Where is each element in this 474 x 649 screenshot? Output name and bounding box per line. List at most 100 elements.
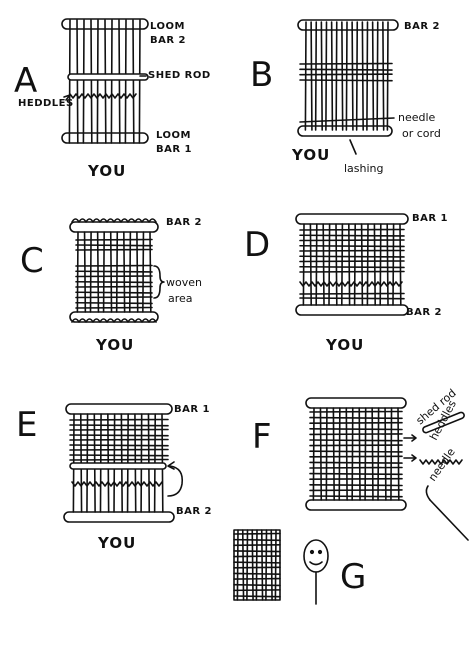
woven-weft <box>75 270 153 273</box>
weft-thread <box>309 489 403 492</box>
warp-thread <box>386 21 389 131</box>
weft-thread <box>309 439 403 442</box>
weft-thread <box>309 410 403 413</box>
weft-thread <box>299 73 393 76</box>
woven-weft <box>75 285 153 288</box>
weft-thread <box>309 421 403 425</box>
panel-b-loom <box>297 19 399 155</box>
cloth-weft <box>233 583 281 587</box>
weft-thread <box>69 454 169 457</box>
warp-thread <box>351 407 354 501</box>
warp-thread <box>309 223 313 306</box>
panel-a-loom <box>61 18 149 144</box>
panel-e-letter: E <box>16 405 37 445</box>
bar-1 <box>69 311 159 323</box>
smiley-eye-left <box>309 549 315 555</box>
cloth-weft <box>233 532 281 535</box>
warp-thread <box>322 223 325 306</box>
warp-thread <box>96 19 99 144</box>
warp-thread <box>361 21 364 131</box>
cloth-warp <box>270 529 273 601</box>
warp-thread <box>392 223 395 306</box>
heddle-loops <box>299 281 403 287</box>
cloth-warp <box>241 529 245 601</box>
panel-a-letter: A <box>14 61 37 101</box>
warp-thread <box>347 223 351 306</box>
warp-thread <box>76 19 79 144</box>
warp-thread <box>386 223 389 306</box>
warp-thread <box>104 19 107 144</box>
cloth-weft <box>233 589 281 592</box>
weft-thread <box>309 466 403 469</box>
warp-thread <box>382 21 385 131</box>
weft-thread <box>299 239 405 242</box>
panel-b-bar2-label: BAR 2 <box>404 21 440 32</box>
weft-thread-low <box>299 297 405 300</box>
weft-thread <box>69 448 169 451</box>
warp-thread <box>319 407 323 501</box>
warp-thread <box>399 223 402 306</box>
weft-thread <box>299 249 405 252</box>
warp-thread <box>325 21 328 131</box>
weft-thread <box>309 472 403 476</box>
cloth-warp <box>265 529 268 601</box>
weft-thread <box>309 455 403 458</box>
weft-thread <box>299 265 405 269</box>
cloth-warp <box>274 529 277 601</box>
warp-thread <box>377 407 380 501</box>
panel-e-bar1-label: BAR 1 <box>174 404 210 415</box>
needle-or-cord <box>299 117 395 123</box>
weft-thread <box>299 62 393 65</box>
woven-weft <box>75 301 153 305</box>
weft-thread <box>299 228 405 231</box>
weft-thread <box>309 450 403 453</box>
panel-e-you-label: YOU <box>97 534 136 552</box>
cloth-weft <box>233 566 281 569</box>
weft-thread <box>69 444 169 447</box>
warp-thread <box>138 19 141 144</box>
panel-a-you-label: YOU <box>87 162 126 180</box>
warp-thread <box>68 19 71 144</box>
rotate-arrowhead <box>167 461 175 470</box>
weft-thread <box>299 68 393 71</box>
weft-thread <box>299 244 405 248</box>
warp-thread <box>353 223 357 306</box>
weft-thread <box>69 458 169 461</box>
bar-2 <box>69 221 159 233</box>
heddles-piece <box>419 459 463 465</box>
panel-d-bar1-label: BAR 1 <box>412 213 448 224</box>
warp-thread <box>335 21 338 131</box>
panel-f-letter: F <box>252 417 272 457</box>
lashing-loops-bottom <box>71 318 157 323</box>
panel-b-you-label: YOU <box>291 146 330 164</box>
warp-thread <box>371 21 375 131</box>
panel-b-needle-label-line2: or cord <box>402 127 441 140</box>
warp-thread <box>320 21 323 131</box>
panel-a-bar2-label-line2: BAR 2 <box>150 35 186 46</box>
warp-thread <box>371 407 374 501</box>
cloth-weft <box>233 595 281 598</box>
needle-eye <box>425 485 431 501</box>
warp-thread <box>376 21 379 131</box>
warp-thread <box>373 223 377 306</box>
bar-2 <box>295 304 409 316</box>
heddle-loops <box>69 93 137 99</box>
cloth-weft <box>233 543 281 547</box>
weft-thread <box>75 244 153 247</box>
warp-thread <box>132 19 135 144</box>
arrow-heddles <box>403 454 417 462</box>
panel-a-heddles-label: HEDDLES <box>18 98 74 109</box>
weft-thread <box>75 238 153 241</box>
warp-thread <box>312 407 315 501</box>
panel-g <box>233 529 329 605</box>
warp-thread <box>315 223 318 306</box>
cloth-weft <box>233 555 281 558</box>
bar-top <box>305 397 407 409</box>
warp-thread <box>341 21 344 131</box>
panel-a-bar2-label-line1: LOOM <box>150 21 185 32</box>
panel-e-loom <box>63 403 184 523</box>
weft-thread <box>309 416 403 420</box>
panel-a-bar1-label-line2: BAR 1 <box>156 144 192 155</box>
needle-piece <box>429 499 469 541</box>
